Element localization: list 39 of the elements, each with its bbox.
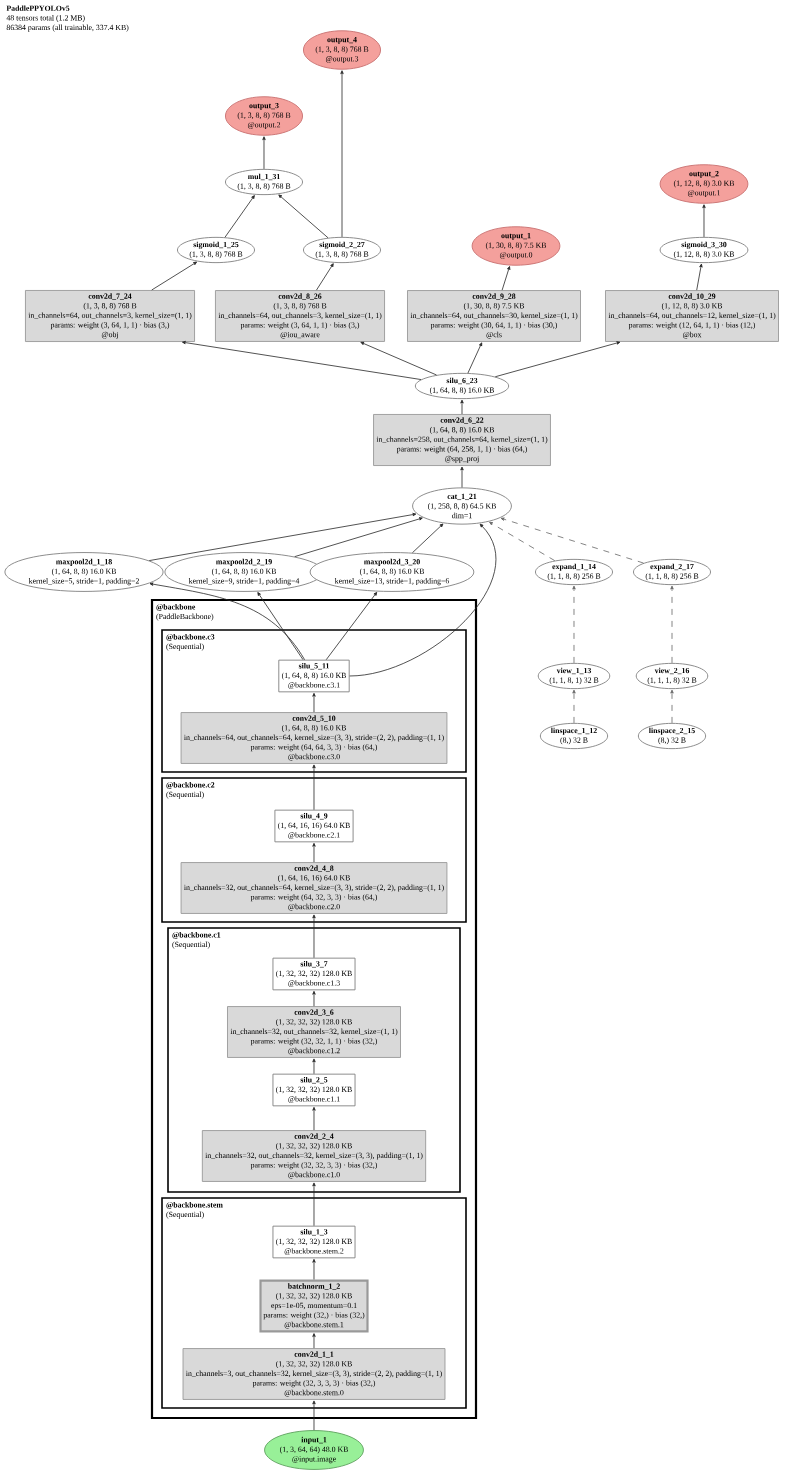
arrow <box>501 266 511 291</box>
arrow <box>467 342 483 374</box>
arrow <box>500 517 644 564</box>
arrow <box>316 263 334 291</box>
arrow <box>360 341 437 376</box>
arrow <box>489 521 556 561</box>
arrow <box>696 263 703 291</box>
arrow <box>278 194 329 239</box>
arrow <box>349 523 497 677</box>
arrow <box>312 1333 316 1349</box>
arrow <box>312 990 316 1007</box>
arrow <box>294 517 423 558</box>
arrow <box>702 204 706 238</box>
arrow <box>572 585 576 664</box>
arrow <box>312 1106 316 1131</box>
arrow <box>262 136 266 170</box>
arrow <box>572 689 576 724</box>
arrow <box>312 1400 316 1431</box>
arrow <box>312 842 316 863</box>
arrow <box>312 1182 316 1227</box>
arrow <box>312 764 316 811</box>
arrow <box>325 592 378 661</box>
arrow <box>460 399 464 415</box>
arrow <box>312 692 316 713</box>
arrow <box>312 1258 316 1280</box>
arrow <box>257 592 304 661</box>
arrow <box>460 466 464 488</box>
arrow <box>149 582 305 661</box>
arrow <box>312 914 316 959</box>
arrow <box>182 340 422 380</box>
arrow <box>670 585 674 664</box>
arrow <box>494 341 621 378</box>
arrow <box>312 1058 316 1075</box>
arrow <box>412 523 444 554</box>
arrow <box>340 70 344 238</box>
arrow <box>148 512 417 561</box>
arrow <box>670 689 674 724</box>
arrow <box>224 195 255 238</box>
arrow <box>151 261 198 291</box>
